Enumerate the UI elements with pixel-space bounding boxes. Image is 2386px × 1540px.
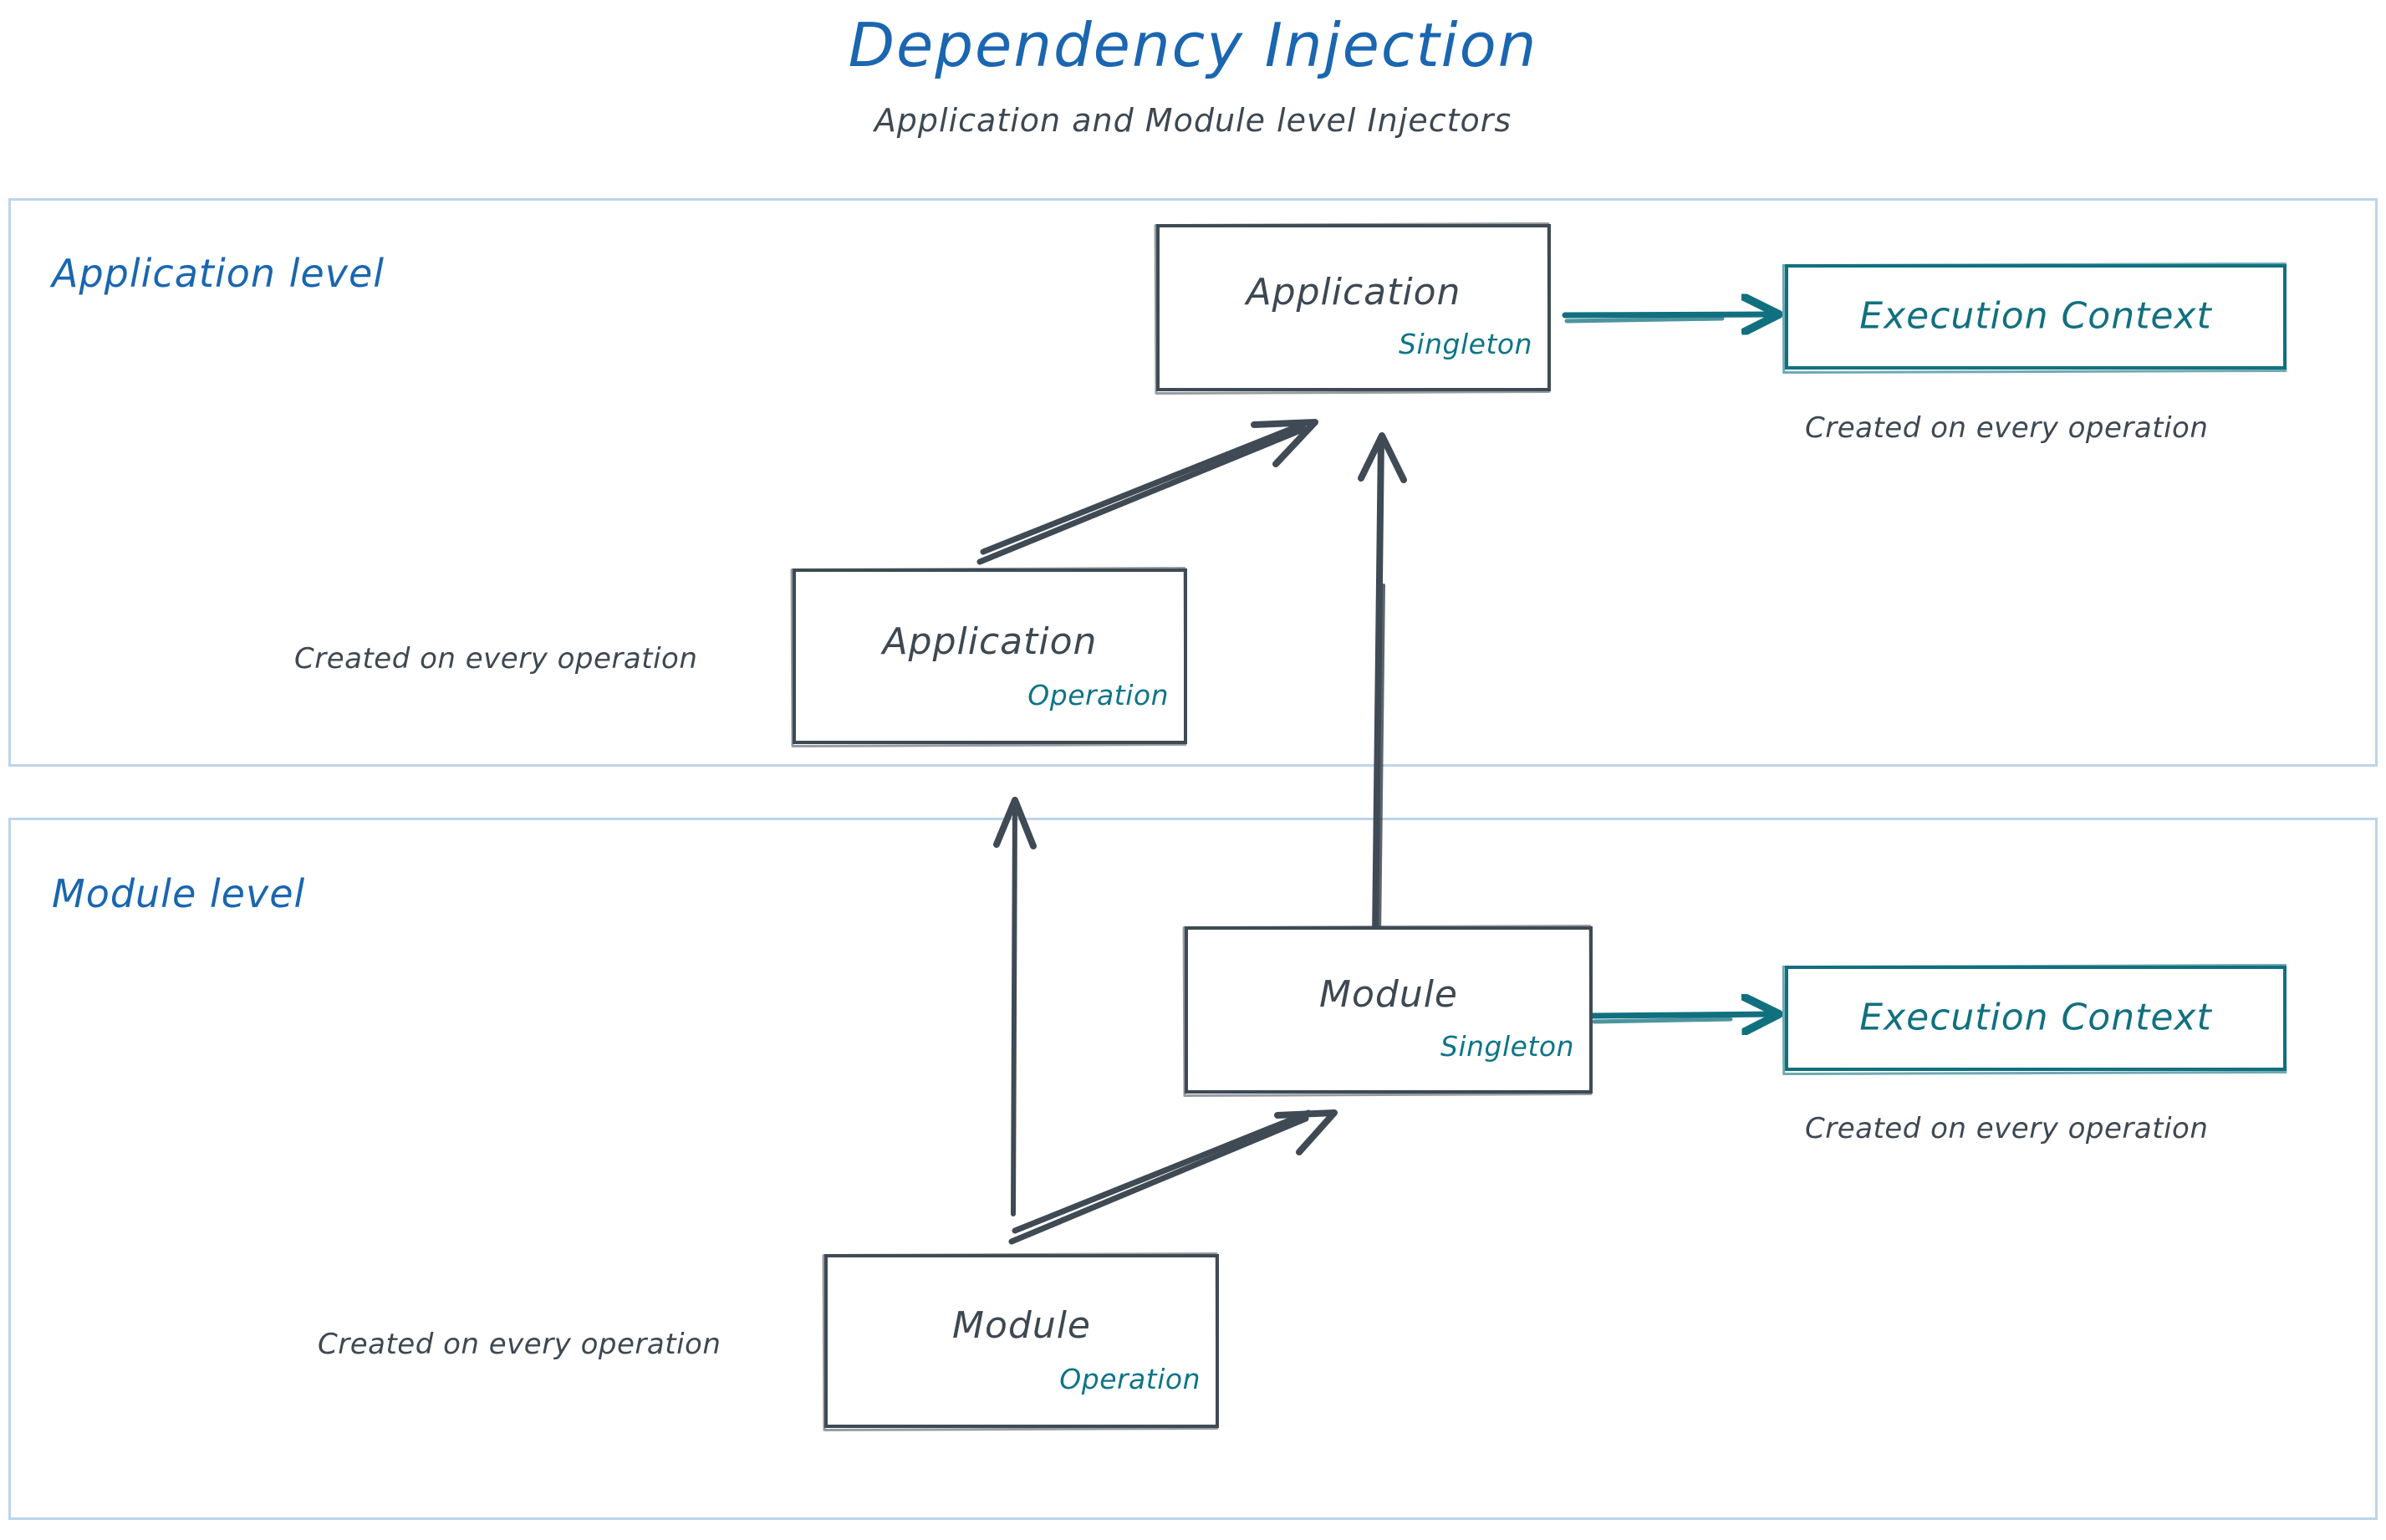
page-title: Dependency Injection xyxy=(848,10,1538,80)
node-application-singleton-title: Application xyxy=(1246,271,1461,314)
node-module-execution-context-label: Execution Context xyxy=(1859,996,2212,1039)
node-application-operation[interactable]: Application Operation xyxy=(793,569,1187,744)
node-module-singleton-scope: Singleton xyxy=(1440,1030,1574,1063)
panel-module-level-label: Module level xyxy=(52,871,306,916)
panel-application-level-label: Application level xyxy=(52,251,385,296)
caption-module-execution-context: Created on every operation xyxy=(1805,1112,2209,1145)
node-application-singleton[interactable]: Application Singleton xyxy=(1156,224,1551,391)
node-application-execution-context[interactable]: Execution Context xyxy=(1785,264,2287,370)
node-module-execution-context[interactable]: Execution Context xyxy=(1785,966,2287,1071)
node-application-operation-scope: Operation xyxy=(1027,679,1169,711)
caption-application-operation: Created on every operation xyxy=(294,642,698,676)
panel-module-level xyxy=(8,818,2378,1520)
node-module-operation[interactable]: Module Operation xyxy=(824,1254,1219,1428)
node-application-operation-title: Application xyxy=(882,620,1098,663)
page-subtitle: Application and Module level Injectors xyxy=(874,102,1512,139)
node-application-execution-context-label: Execution Context xyxy=(1859,294,2212,338)
node-module-operation-title: Module xyxy=(952,1304,1091,1347)
node-application-singleton-scope: Singleton xyxy=(1399,328,1532,360)
node-module-singleton[interactable]: Module Singleton xyxy=(1185,926,1593,1094)
node-module-singleton-title: Module xyxy=(1319,973,1458,1016)
node-module-operation-scope: Operation xyxy=(1059,1363,1201,1395)
caption-module-operation: Created on every operation xyxy=(318,1328,721,1361)
panel-application-level xyxy=(8,198,2378,767)
caption-application-execution-context: Created on every operation xyxy=(1805,411,2209,445)
